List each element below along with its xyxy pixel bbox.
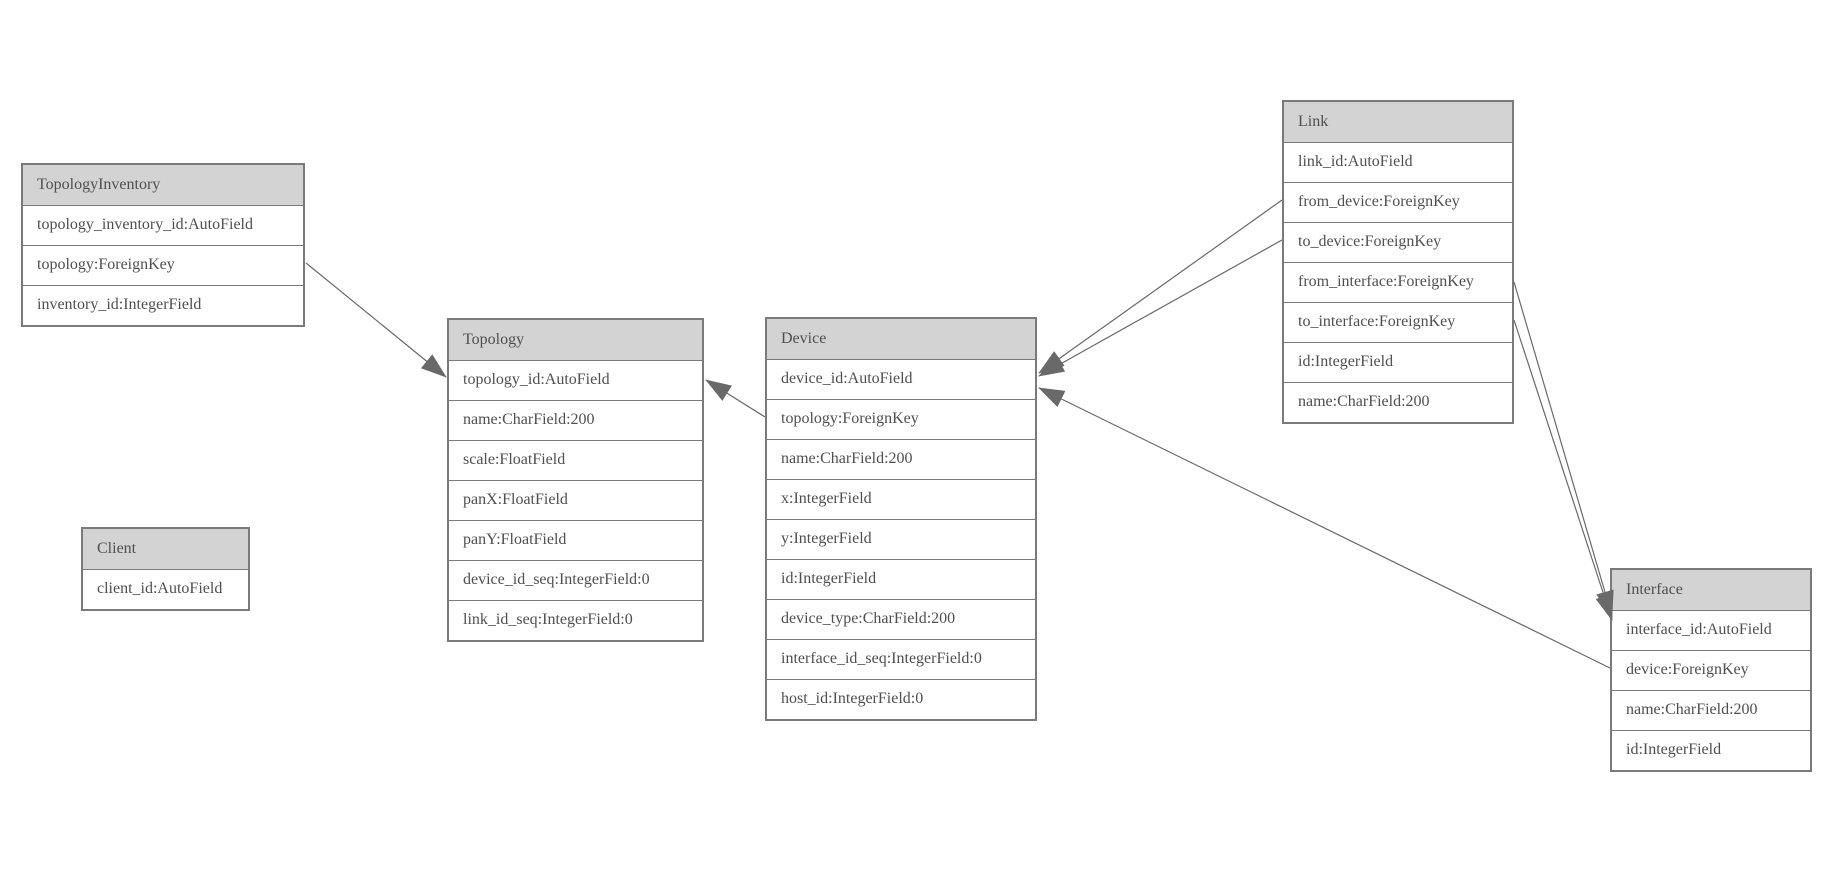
- entity-field: id:IntegerField: [1612, 730, 1810, 770]
- entity-field: interface_id:AutoField: [1612, 610, 1810, 650]
- entity-field: device_id:AutoField: [767, 359, 1035, 399]
- entity-field: x:IntegerField: [767, 479, 1035, 519]
- entity-field: link_id_seq:IntegerField:0: [449, 600, 702, 640]
- entity-field: panX:FloatField: [449, 480, 702, 520]
- entity-field: from_device:ForeignKey: [1284, 182, 1512, 222]
- entity-title: Client: [83, 529, 248, 569]
- entity-field: y:IntegerField: [767, 519, 1035, 559]
- edge-link-to_interface-to-interface: [1513, 319, 1613, 621]
- entity-field: topology_id:AutoField: [449, 360, 702, 400]
- entity-field: topology_inventory_id:AutoField: [23, 205, 303, 245]
- entity-field: name:CharField:200: [767, 439, 1035, 479]
- entity-field: id:IntegerField: [767, 559, 1035, 599]
- edge-link-from_interface-to-interface: [1513, 281, 1614, 617]
- entity-field: scale:FloatField: [449, 440, 702, 480]
- entity-field: name:CharField:200: [1284, 382, 1512, 422]
- entity-field: panY:FloatField: [449, 520, 702, 560]
- entity-title: Device: [767, 319, 1035, 359]
- edge-device-topology-to-topology: [705, 379, 766, 418]
- entity-field: client_id:AutoField: [83, 569, 248, 609]
- entity-field: inventory_id:IntegerField: [23, 285, 303, 325]
- entity-title: TopologyInventory: [23, 165, 303, 205]
- entity-field: name:CharField:200: [1612, 690, 1810, 730]
- entity-field: topology:ForeignKey: [767, 399, 1035, 439]
- edge-interface-device-to-device: [1038, 387, 1611, 669]
- entity-title: Topology: [449, 320, 702, 360]
- entity-field: to_device:ForeignKey: [1284, 222, 1512, 262]
- edge-link-from_device-to-device: [1038, 199, 1283, 374]
- entity-field: interface_id_seq:IntegerField:0: [767, 639, 1035, 679]
- entity-field: id:IntegerField: [1284, 342, 1512, 382]
- entity-field: device:ForeignKey: [1612, 650, 1810, 690]
- entity-field: topology:ForeignKey: [23, 245, 303, 285]
- entity-field: from_interface:ForeignKey: [1284, 262, 1512, 302]
- entity-field: device_id_seq:IntegerField:0: [449, 560, 702, 600]
- entity-field: host_id:IntegerField:0: [767, 679, 1035, 719]
- entity-field: name:CharField:200: [449, 400, 702, 440]
- entity-field: to_interface:ForeignKey: [1284, 302, 1512, 342]
- entity-field: device_type:CharField:200: [767, 599, 1035, 639]
- entity-field: link_id:AutoField: [1284, 142, 1512, 182]
- entity-title: Link: [1284, 102, 1512, 142]
- edge-link-to_device-to-device: [1038, 239, 1283, 377]
- entity-title: Interface: [1612, 570, 1810, 610]
- edge-topologyinventory-topology-to-topology: [305, 262, 447, 378]
